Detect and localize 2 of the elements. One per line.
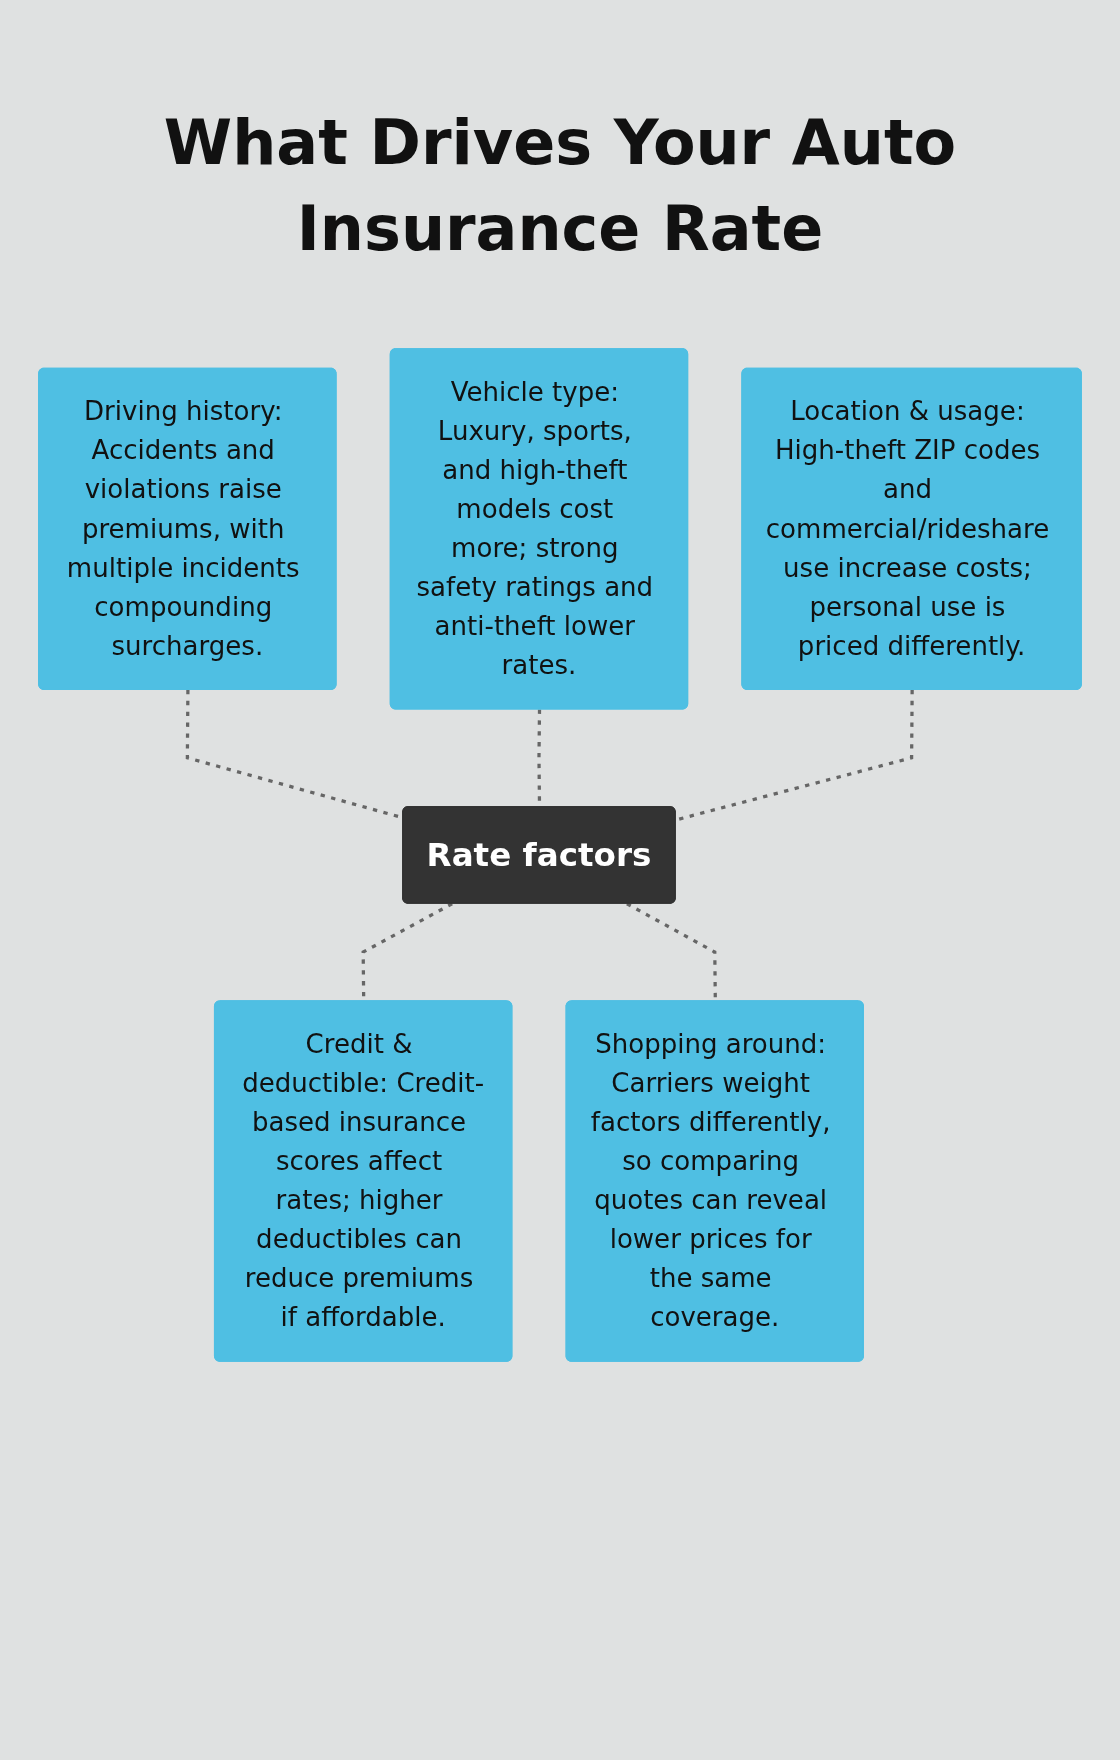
diagram: Driving history: Accidents and violations raise premiums, with multiple incidents compounding surcharges. Vehicle type: Luxury, sports, and high-theft models cost more; strong safety ratings and anti-theft lower rates. Location & usage: High-theft ZIP codes and commercial/rideshare use increase costs; personal use is priced differently. Rate factors Credit & deductible: Credit-based insurance scores affect rates; higher deductibles can reduce premiums if affordable. Shopping around: Carriers weight factors differently, so comparing quotes can reveal lower prices for the same coverage. [30,340,1090,1370]
title: What Drives Your Auto Insurance Rate [162,105,958,267]
